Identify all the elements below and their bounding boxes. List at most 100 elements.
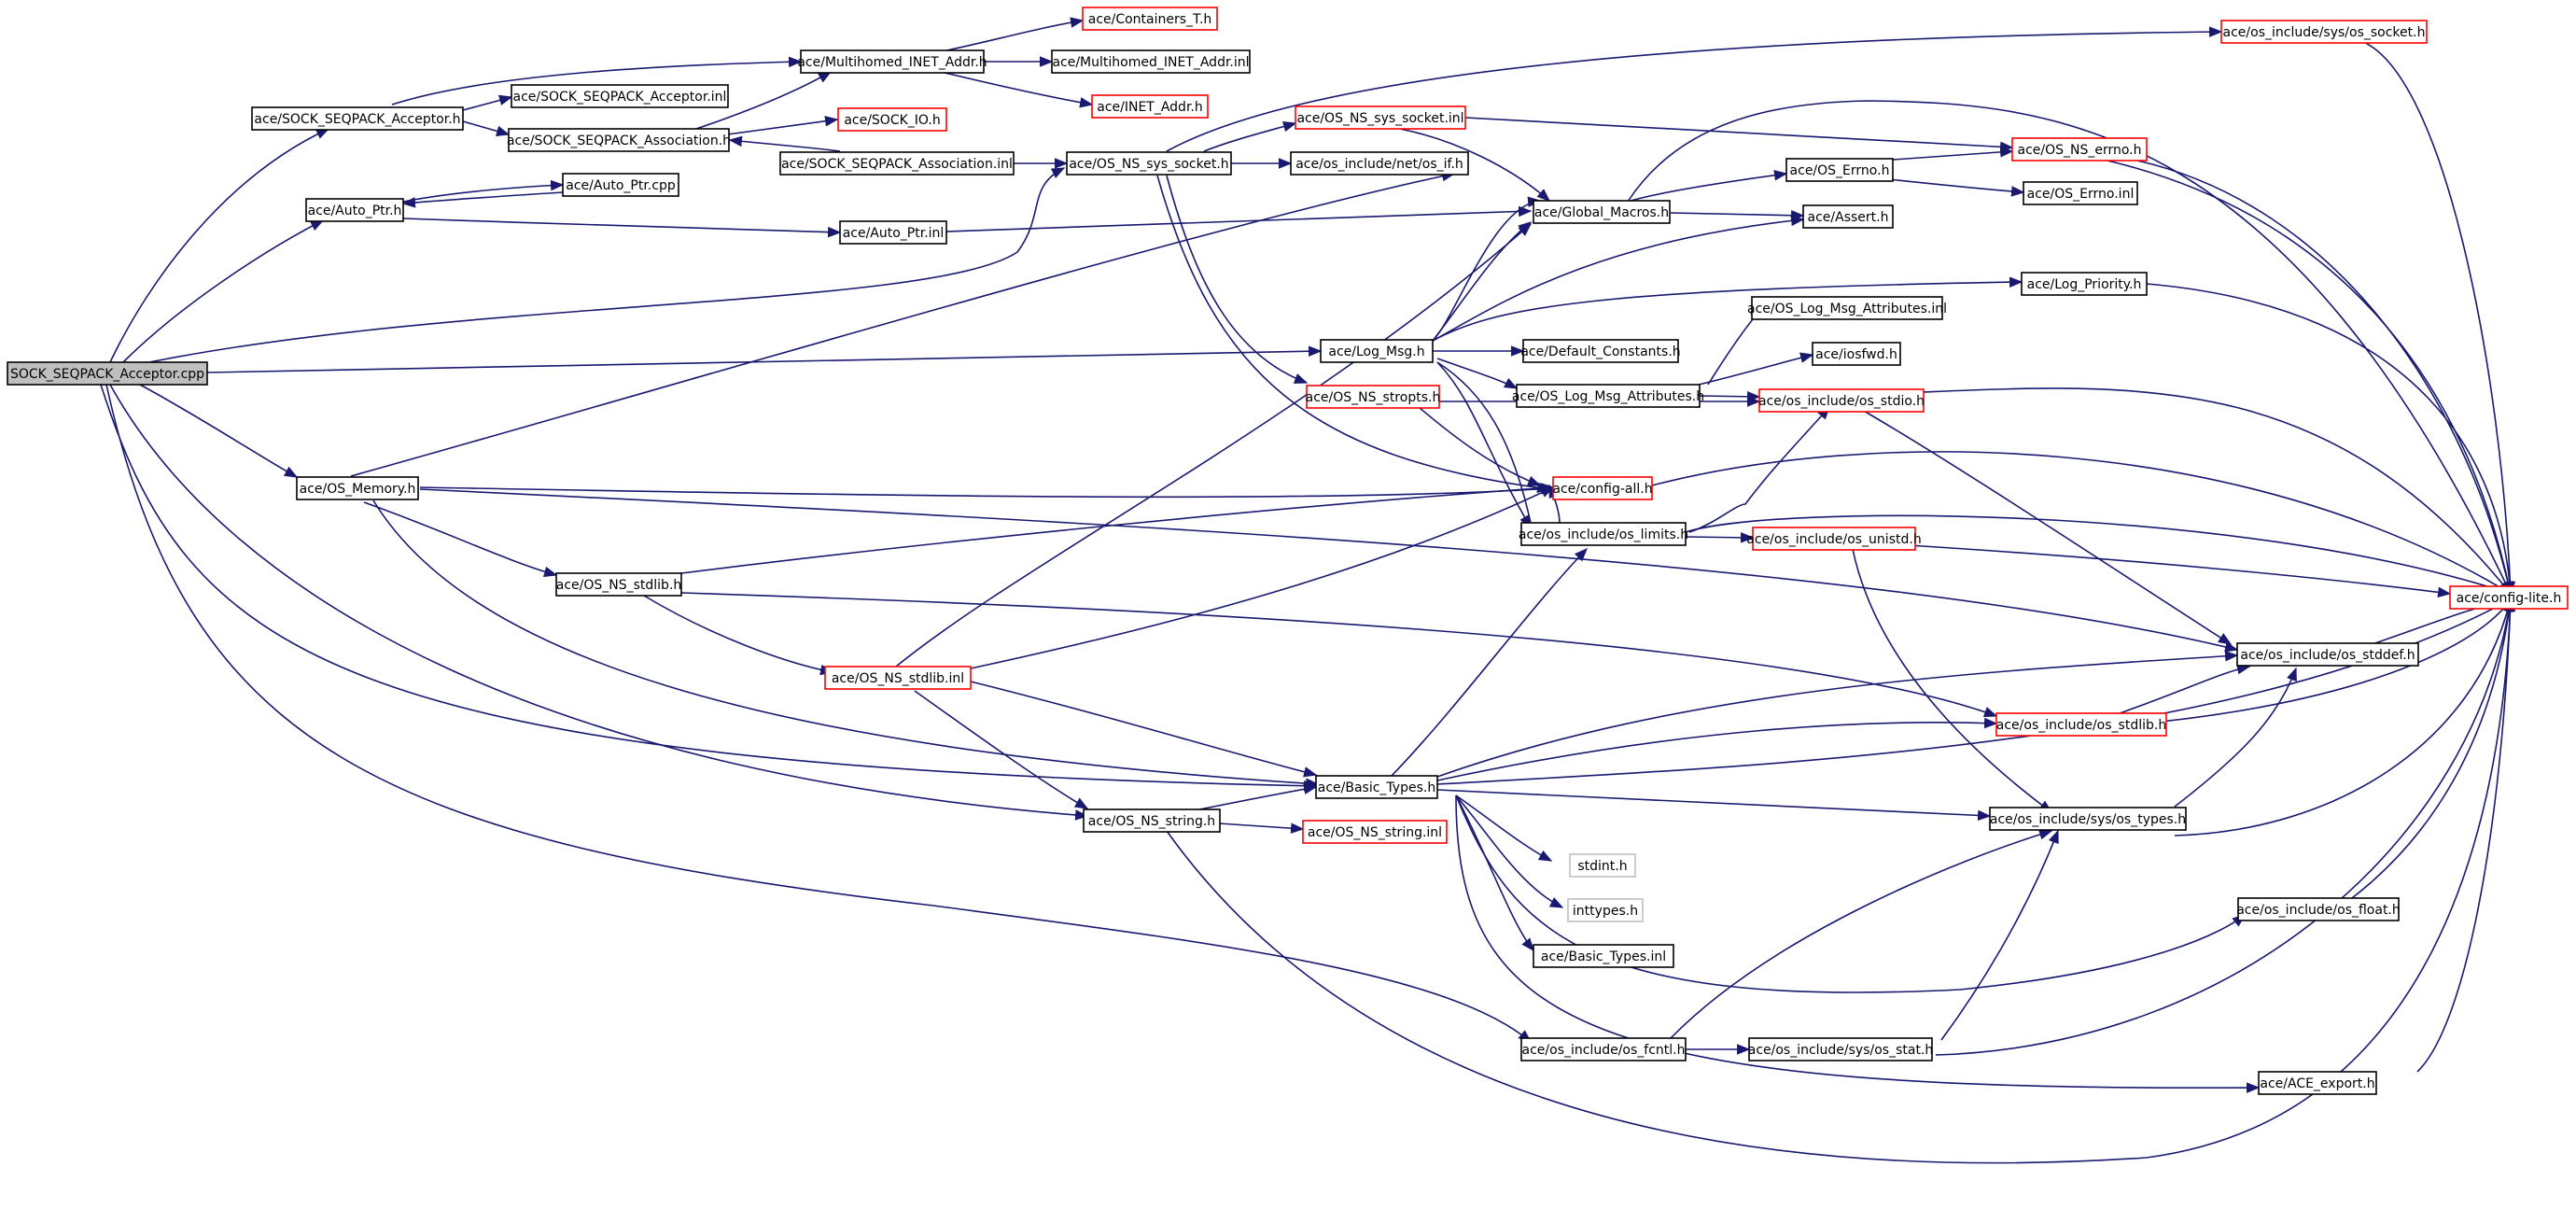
node-sockio[interactable]: ace/SOCK_IO.h	[837, 107, 947, 132]
node-autoptr-inl[interactable]: ace/Auto_Ptr.inl	[839, 220, 947, 245]
node-os-socket[interactable]: ace/os_include/sys/os_socket.h	[2220, 20, 2428, 44]
node-sock-inl[interactable]: ace/OS_NS_sys_socket.inl	[1295, 105, 1466, 130]
node-stropts[interactable]: ace/OS_NS_stropts.h	[1306, 385, 1441, 409]
node-box	[305, 198, 404, 222]
node-box	[1306, 385, 1440, 409]
node-label: ace/config-lite.h	[2457, 591, 2562, 606]
node-inttypes[interactable]: inttypes.h	[1567, 898, 1644, 922]
node-acc-h[interactable]: ace/SOCK_SEQPACK_Acceptor.h	[251, 106, 464, 131]
node-inet[interactable]: ace/INET_Addr.h	[1091, 94, 1209, 119]
node-logmsg[interactable]: ace/Log_Msg.h	[1320, 339, 1434, 363]
node-string-inl[interactable]: ace/OS_NS_string.inl	[1302, 820, 1448, 844]
node-export[interactable]: ace/ACE_export.h	[2258, 1071, 2377, 1095]
node-box	[562, 173, 679, 197]
node-box	[1812, 342, 1901, 366]
edge	[139, 384, 299, 478]
edge	[1436, 717, 1998, 781]
edge	[1418, 406, 1542, 486]
node-containers[interactable]: ace/Containers_T.h	[1082, 7, 1218, 31]
node-box	[2011, 137, 2148, 162]
node-lmattr-inl[interactable]: ace/OS_Log_Msg_Attributes.inl	[1747, 296, 1947, 320]
edge	[372, 499, 1320, 789]
node-label: ace/OS_NS_stropts.h	[1306, 390, 1441, 405]
node-errno-inl[interactable]: ace/OS_Errno.inl	[2023, 181, 2138, 205]
node-box	[2258, 1071, 2377, 1095]
node-stddef[interactable]: ace/os_include/os_stddef.h	[2236, 642, 2419, 667]
node-label: ace/Containers_T.h	[1088, 12, 1212, 27]
node-box	[1082, 7, 1218, 31]
node-types[interactable]: ace/os_include/sys/os_types.h	[1989, 807, 2187, 831]
node-box	[7, 361, 208, 386]
node-label: ace/SOCK_IO.h	[844, 113, 940, 128]
node-root[interactable]: SOCK_SEQPACK_Acceptor.cpp	[7, 361, 208, 386]
node-assoc-inl[interactable]: ace/SOCK_SEQPACK_Association.inl	[779, 151, 1015, 176]
node-defconst[interactable]: ace/Default_Constants.h	[1520, 339, 1681, 363]
node-osfloat[interactable]: ace/os_include/os_float.h	[2236, 897, 2401, 921]
node-autoptr-cpp[interactable]: ace/Auto_Ptr.cpp	[562, 173, 679, 197]
node-autoptr-h[interactable]: ace/Auto_Ptr.h	[305, 198, 404, 222]
edge	[1688, 405, 1830, 533]
node-assoc-h[interactable]: ace/SOCK_SEQPACK_Association.h	[507, 128, 731, 152]
edge	[1651, 451, 2513, 595]
node-box	[555, 572, 682, 597]
node-net-if[interactable]: ace/os_include/net/os_if.h	[1290, 151, 1469, 176]
node-os-stdio[interactable]: ace/os_include/os_stdio.h	[1758, 388, 1925, 413]
node-logprio[interactable]: ace/Log_Priority.h	[2021, 272, 2148, 296]
node-label: ace/Log_Msg.h	[1328, 344, 1424, 359]
node-box	[1748, 1037, 1933, 1061]
edge	[1455, 794, 1553, 862]
edge	[2108, 663, 2251, 718]
edge	[105, 384, 1533, 1043]
edge	[1432, 215, 1805, 342]
node-label: ace/os_include/net/os_if.h	[1295, 157, 1463, 172]
edge	[652, 591, 1998, 717]
node-label: ace/OS_NS_errno.h	[2017, 143, 2141, 158]
node-string-h[interactable]: ace/OS_NS_string.h	[1083, 808, 1221, 833]
node-label: ace/INET_Addr.h	[1097, 100, 1203, 115]
node-configall[interactable]: ace/config-all.h	[1552, 476, 1653, 500]
node-configlite[interactable]: ace/config-lite.h	[2449, 585, 2569, 610]
node-stat[interactable]: ace/os_include/sys/os_stat.h	[1748, 1037, 1934, 1061]
node-box	[779, 151, 1015, 176]
node-ns-errno[interactable]: ace/OS_NS_errno.h	[2011, 137, 2148, 162]
node-errno-h[interactable]: ace/OS_Errno.h	[1785, 158, 1894, 182]
node-sock-h[interactable]: ace/OS_NS_sys_socket.h	[1066, 151, 1232, 176]
node-lmattr-h[interactable]: ace/OS_Log_Msg_Attributes.h	[1512, 384, 1704, 408]
node-basic-inl[interactable]: ace/Basic_Types.inl	[1533, 944, 1674, 968]
node-limits[interactable]: ace/os_include/os_limits.h	[1519, 522, 1688, 546]
node-unistd[interactable]: ace/os_include/os_unistd.h	[1746, 527, 1922, 551]
node-assert[interactable]: ace/Assert.h	[1802, 204, 1894, 229]
node-multi-inl[interactable]: ace/Multihomed_INET_Addr.inl	[1051, 49, 1251, 74]
node-label: ace/SOCK_SEQPACK_Acceptor.h	[254, 112, 460, 127]
node-label: ace/os_include/os_limits.h	[1519, 527, 1688, 542]
node-box	[839, 220, 947, 245]
node-label: ace/os_include/os_stdlib.h	[1996, 718, 2166, 733]
edge	[122, 219, 325, 363]
node-label: ace/Log_Priority.h	[2027, 277, 2142, 292]
edge	[109, 384, 1089, 821]
node-stdint[interactable]: stdint.h	[1569, 853, 1636, 878]
node-label: ace/os_include/os_float.h	[2236, 903, 2401, 918]
node-global[interactable]: ace/Global_Macros.h	[1533, 200, 1671, 224]
node-label: ace/iosfwd.h	[1815, 347, 1897, 362]
node-box	[1051, 49, 1251, 74]
edge	[2136, 160, 2513, 596]
edge	[363, 501, 558, 577]
node-iosfwd[interactable]: ace/iosfwd.h	[1812, 342, 1901, 366]
edge	[728, 135, 841, 152]
edge	[1436, 361, 1532, 529]
node-multi-h[interactable]: ace/Multihomed_INET_Addr.h	[797, 49, 987, 74]
edge	[2107, 160, 2513, 596]
node-fcntl[interactable]: ace/os_include/os_fcntl.h	[1520, 1037, 1687, 1061]
node-stdlib-inl[interactable]: ace/OS_NS_stdlib.inl	[824, 666, 972, 690]
edge	[690, 71, 833, 132]
node-stdlib-h[interactable]: ace/OS_NS_stdlib.h	[555, 572, 682, 597]
edge	[1464, 117, 2014, 153]
node-acc-inl[interactable]: ace/SOCK_SEQPACK_Acceptor.inl	[511, 84, 729, 108]
node-label: ace/SOCK_SEQPACK_Association.h	[507, 134, 731, 148]
node-basic-h[interactable]: ace/Basic_Types.h	[1315, 775, 1438, 799]
node-os-stdlib[interactable]: ace/os_include/os_stdlib.h	[1995, 712, 2167, 737]
node-box	[1295, 105, 1466, 130]
node-osmem[interactable]: ace/OS_Memory.h	[296, 476, 419, 500]
edge	[1436, 651, 2239, 778]
